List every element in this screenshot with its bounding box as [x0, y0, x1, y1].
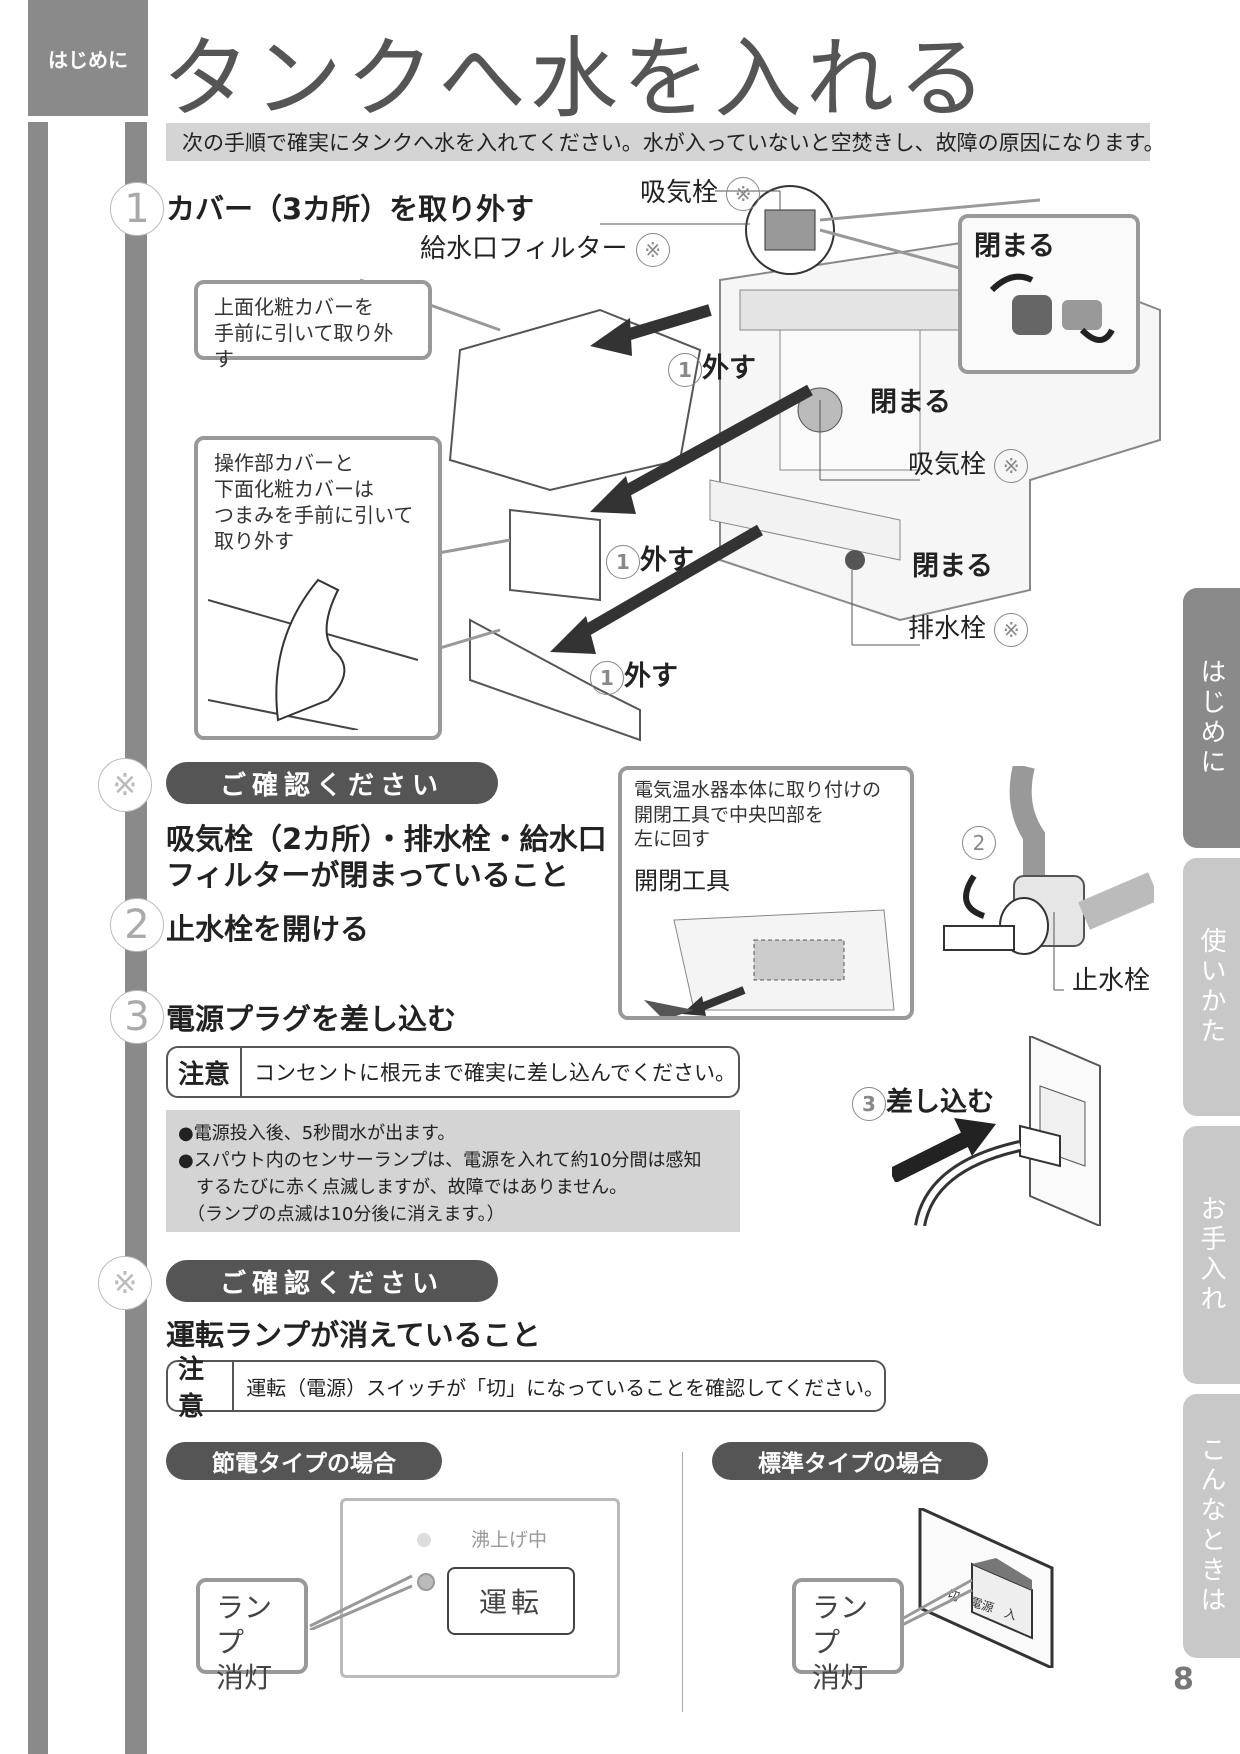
power-on-notes: ●電源投入後、5秒間水が出ます。 ●スパウト内のセンサーランプは、電源を入れて約…: [166, 1110, 740, 1232]
lower-cover-callout: 操作部カバーと 下面化粧カバーは つまみを手前に引いて 取り外す: [194, 436, 442, 740]
close-detail-inset: 閉まる: [958, 214, 1140, 374]
confirm-pill-1: ご確認ください: [166, 762, 498, 804]
page-title: タンクへ水を入れる: [162, 27, 991, 130]
standard-switch-panel: [918, 1508, 1054, 1668]
confirm-pill-2: ご確認ください: [166, 1260, 498, 1302]
section-tab: はじめに: [28, 0, 148, 116]
intake-valve-top-label: 吸気栓 ※: [640, 172, 761, 211]
step-number-2: 2: [110, 898, 164, 952]
side-tab-usage[interactable]: 使いかた: [1183, 858, 1240, 1116]
confirm-1-line-2: フィルターが閉まっていること: [166, 858, 569, 892]
intro-text: 次の手順で確実にタンクへ水を入れてください。水が入っていないと空焚きし、故障の原…: [166, 123, 1165, 161]
filter-label: 給水口フィルター ※: [420, 228, 670, 267]
operation-lamp: [417, 1573, 435, 1591]
confirm-2-line: 運転ランプが消えていること: [166, 1318, 541, 1352]
heating-lamp: [417, 1533, 431, 1547]
step-number-3: 3: [110, 990, 164, 1044]
plug-in-arrow-icon: [892, 1118, 996, 1182]
caution-text: 運転（電源）スイッチが「切」になっていることを確認してください。: [246, 1375, 884, 1400]
eco-lamp-off-callout: ランプ 消灯: [196, 1578, 308, 1694]
side-tab-intro[interactable]: はじめに: [1183, 588, 1240, 848]
valve-close-icon: [989, 273, 1115, 343]
close-label-3: 閉まる: [912, 551, 993, 582]
step-3-caution-box: 注意 コンセントに根元まで確実に差し込んでください。: [166, 1046, 740, 1098]
step-2-text: 止水栓を開ける: [166, 912, 370, 946]
standard-type-pill: 標準タイプの場合: [712, 1442, 988, 1480]
outlet-plug-illustration: [914, 1036, 1101, 1226]
standard-lamp-off-callout: ランプ 消灯: [792, 1578, 904, 1694]
step-1-text: カバー（3カ所）を取り外す: [166, 192, 535, 226]
caution-label: 注意: [168, 1048, 243, 1096]
confirm-2-caution-box: 注意 運転（電源）スイッチが「切」になっていることを確認してください。: [166, 1355, 886, 1422]
step-number-1: 1: [110, 182, 164, 236]
intake-valve-mid-label: 吸気栓 ※: [908, 444, 1029, 483]
tool-label: 開閉工具: [634, 867, 730, 896]
kome-marker-1: ※: [98, 758, 152, 812]
stop-valve-label: 止水栓: [1072, 966, 1151, 996]
kome-marker-2: ※: [98, 1256, 152, 1310]
drain-valve-label: 排水栓 ※: [908, 608, 1029, 647]
operation-button: 運転: [447, 1567, 575, 1635]
stop-valve-tool-callout: 電気温水器本体に取り付けの 開閉工具で中央凹部を 左に回す 開閉工具: [618, 766, 914, 1020]
eco-lamp-leader: [309, 1574, 413, 1630]
side-tab-care[interactable]: お手入れ: [1183, 1126, 1240, 1384]
heating-label: 沸上げ中: [471, 1529, 548, 1551]
stop-valve-illustration: [943, 766, 1154, 991]
page-number: 8: [1173, 1662, 1194, 1697]
caution-label: 注意: [168, 1355, 235, 1422]
top-cover-callout: 上面化粧カバーを 手前に引いて取り外す: [194, 280, 432, 371]
step-2-circle-num: 2: [962, 826, 996, 860]
standard-lamp-leader: [899, 1578, 973, 1628]
type-divider: [682, 1452, 683, 1712]
tool-illustration: [644, 909, 895, 1016]
close-label-2: 閉まる: [870, 387, 951, 418]
hand-pull-icon: [208, 578, 419, 730]
step-3-text: 電源プラグを差し込む: [166, 1002, 457, 1036]
side-tab-troubleshooting[interactable]: こんなときは: [1183, 1394, 1240, 1658]
eco-type-pill: 節電タイプの場合: [166, 1442, 442, 1480]
confirm-1-line-1: 吸気栓（2カ所）・排水栓・給水口: [166, 822, 607, 856]
caution-text: コンセントに根元まで確実に差し込んでください。: [254, 1061, 736, 1085]
left-sidebar-band: [28, 122, 48, 1754]
